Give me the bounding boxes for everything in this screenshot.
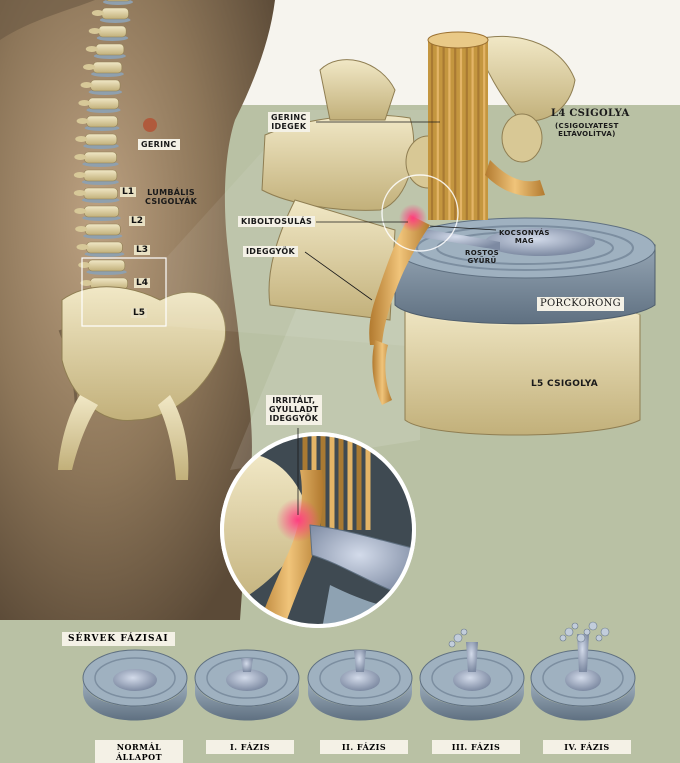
spine-process	[76, 118, 89, 124]
spine-process	[76, 244, 89, 250]
vertebra-label-l3: L3	[134, 245, 150, 255]
phase-fragment	[453, 633, 463, 643]
label-gerinc-idegek: GERINC IDEGEK	[268, 112, 310, 133]
label-porckorong: PORCKORONG	[537, 297, 624, 311]
spine-segment	[84, 151, 117, 164]
spine-segment	[101, 7, 129, 20]
spine-process	[78, 262, 91, 268]
spine-segment	[105, 0, 131, 2]
spine-segment	[84, 223, 121, 236]
spine-process	[73, 172, 86, 178]
spine-process	[80, 82, 93, 88]
spine-process	[74, 154, 87, 160]
spine-process	[75, 136, 88, 142]
spine-process	[75, 226, 88, 232]
phase-label-0: NORMÁL ÁLLAPOT	[95, 740, 183, 763]
phase-fragment	[576, 633, 586, 643]
phase-discs	[82, 621, 636, 721]
phase-label-2: II. FÁZIS	[320, 740, 408, 754]
phase-fragment	[559, 634, 567, 642]
spine-segment	[92, 61, 123, 74]
phase-fragment	[460, 628, 468, 636]
spine-segment	[84, 133, 118, 146]
label-ideggyok: IDEGGYÖK	[243, 246, 298, 258]
spine-process	[78, 100, 91, 106]
spine-process	[80, 280, 93, 286]
phase-disc-side	[308, 678, 412, 721]
phase-bulge	[354, 650, 366, 672]
phase-fragment	[571, 622, 579, 630]
label-rostos-gyuru: ROSTOS GYŰRŰ	[465, 249, 499, 266]
phase-label-3: III. FÁZIS	[432, 740, 520, 754]
label-l5: L5 CSIGOLYA	[531, 379, 599, 389]
zoom-detail	[220, 432, 416, 628]
phase-nucleus	[565, 669, 601, 691]
phase-bulge	[241, 658, 253, 672]
leader-lines	[297, 121, 497, 515]
label-irritalt: IRRITÁLT, GYULLADT IDEGGYÖK	[266, 395, 322, 425]
spine-process	[83, 64, 96, 70]
phase-fragment	[448, 640, 456, 648]
phase-nucleus	[113, 669, 157, 691]
vertebra-label-l1: L1	[120, 187, 136, 197]
vertebra-label-l5: L5	[131, 308, 147, 318]
phase-disc-side	[83, 678, 187, 721]
phase-fragment	[583, 628, 591, 636]
phase-bulge	[466, 642, 478, 672]
label-kocsonyas-mag: KOCSONYÁS MAG	[499, 229, 550, 246]
spine-segment	[90, 79, 121, 92]
marker-dot	[143, 118, 157, 132]
spine	[58, 0, 227, 480]
phase-fragment	[600, 627, 610, 637]
phase-fragment	[588, 621, 598, 631]
phase-ring	[94, 657, 176, 699]
spine-segment	[95, 43, 125, 56]
phase-nucleus	[453, 669, 491, 691]
phase-fragment	[595, 634, 603, 642]
phase-nucleus	[226, 669, 268, 691]
spine-segment	[86, 241, 123, 254]
phase-bulge	[577, 634, 589, 672]
spine-segment	[83, 187, 118, 200]
spine-segment	[98, 25, 127, 38]
spine-process	[85, 46, 98, 52]
label-l4-sub: (CSIGOLYATEST ELTÁVOLÍTVA)	[555, 122, 619, 139]
spine-segment	[88, 97, 119, 110]
phase-disc-side	[420, 678, 524, 721]
spine-segment	[86, 115, 118, 128]
vertebra-label-l4: L4	[134, 278, 150, 288]
phase-label-1: I. FÁZIS	[206, 740, 294, 754]
label-l4: L4 CSIGOLYA	[551, 108, 630, 119]
phase-disc-side	[531, 678, 635, 721]
phase-nucleus	[340, 669, 380, 691]
phase-disc-side	[195, 678, 299, 721]
phase-label-4: IV. FÁZIS	[543, 740, 631, 754]
phase-fragment	[564, 627, 574, 637]
spine-segment	[87, 259, 126, 272]
vertebra-anatomy	[261, 31, 656, 436]
phases-title: SÉRVEK FÁZISAI	[62, 632, 175, 646]
spine-process	[74, 208, 87, 214]
vertebra-label-l2: L2	[129, 216, 145, 226]
label-kiboltosulas: KIBOLTOSULÁS	[238, 216, 316, 228]
label-lumbalis: LUMBÁLIS CSIGOLYÁK	[145, 188, 198, 207]
label-gerinc: GERINC	[138, 139, 180, 151]
spine-process	[91, 10, 104, 16]
spine-process	[88, 28, 101, 34]
spine-segment	[83, 205, 120, 218]
spine-process	[73, 190, 86, 196]
spine-segment	[83, 169, 118, 182]
